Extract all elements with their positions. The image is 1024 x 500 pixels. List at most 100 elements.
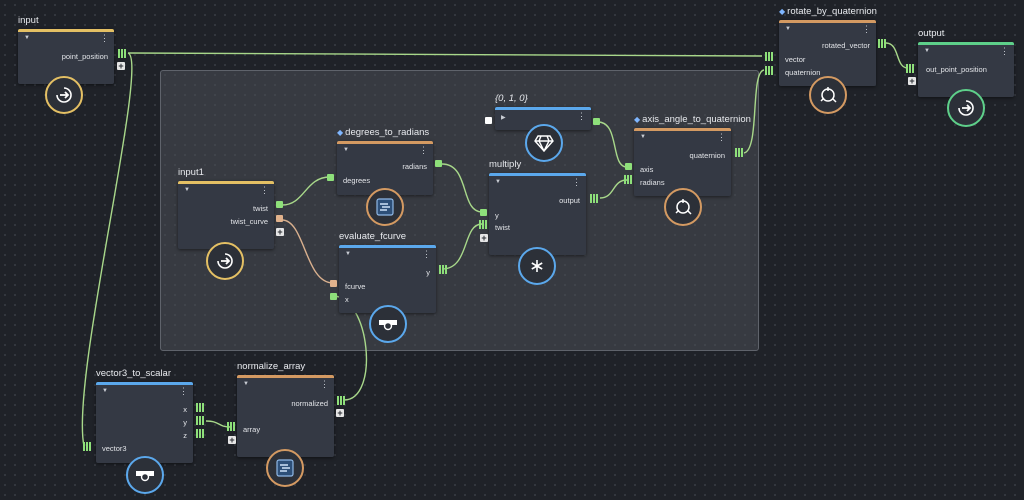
output-pin-y[interactable] <box>195 416 204 425</box>
input-pin-vector[interactable] <box>764 52 773 61</box>
fcurve-icon <box>369 305 407 343</box>
output-pin-value[interactable] <box>593 118 600 125</box>
collapse-arrow-icon[interactable]: ▼ <box>343 147 349 153</box>
node-body: ▼ ⋮ rotated_vector vector quaternion <box>779 20 876 86</box>
menu-dots-icon[interactable]: ⋮ <box>179 386 188 396</box>
input-pin-vector3[interactable] <box>82 442 91 451</box>
menu-dots-icon[interactable]: ⋮ <box>1000 46 1009 56</box>
collapse-arrow-icon[interactable]: ▼ <box>345 251 351 257</box>
menu-dots-icon[interactable]: ⋮ <box>572 177 581 187</box>
node-title: ◆axis_angle_to_quaternion <box>634 114 751 125</box>
collapse-arrow-icon[interactable]: ▼ <box>924 48 930 54</box>
input-pin-array[interactable] <box>226 422 235 431</box>
output-pin-quaternion[interactable] <box>734 148 743 157</box>
port-label-radians: radians <box>640 178 665 187</box>
port-label-axis: axis <box>640 165 654 174</box>
node-normalize-array[interactable]: normalize_array ▼ ⋮ normalized array <box>237 361 334 457</box>
node-constant-vector[interactable]: {0, 1, 0} ▶ ⋮ <box>495 93 591 130</box>
output-pin-twist-curve[interactable] <box>276 215 283 222</box>
add-port-plus-icon[interactable]: + <box>908 76 916 86</box>
input-pin-fcurve[interactable] <box>330 280 337 287</box>
node-title: vector3_to_scalar <box>96 368 171 379</box>
input-pin-axis[interactable] <box>625 163 632 170</box>
port-label-y: y <box>426 268 430 277</box>
collapse-arrow-icon[interactable]: ▼ <box>495 179 501 185</box>
menu-dots-icon[interactable]: ⋮ <box>862 24 871 34</box>
compound-icon <box>266 449 304 487</box>
input-pin-x[interactable] <box>330 293 337 300</box>
port-label-array: array <box>243 425 261 434</box>
input-pin-radians[interactable] <box>623 175 632 184</box>
input-pin-twist[interactable] <box>478 220 487 229</box>
node-body: ▼ ⋮ y fcurve x <box>339 245 436 313</box>
output-pin-point-position[interactable] <box>117 49 126 58</box>
output-pin-z[interactable] <box>195 429 204 438</box>
input-pin-degrees[interactable] <box>327 174 334 181</box>
node-input1[interactable]: input1 ▼ ⋮ twist twist_curve <box>178 167 274 249</box>
diamond-icon: ◆ <box>779 7 786 16</box>
port-label-vector3: vector3 <box>102 444 127 453</box>
node-title: ◆degrees_to_radians <box>337 127 429 138</box>
node-title: multiply <box>489 159 522 170</box>
add-port-plus-icon[interactable]: + <box>336 408 344 418</box>
add-port-plus-icon[interactable]: + <box>276 227 284 237</box>
add-port-plus-icon[interactable]: + <box>480 233 488 243</box>
node-body: ▼ ⋮ radians degrees <box>337 141 433 195</box>
add-port-plus-icon[interactable]: + <box>117 61 125 71</box>
menu-dots-icon[interactable]: ⋮ <box>717 132 726 142</box>
node-evaluate-fcurve[interactable]: evaluate_fcurve ▼ ⋮ y fcurve x <box>339 231 436 313</box>
port-label-output: output <box>559 196 580 205</box>
diamond-icon: ◆ <box>337 128 344 137</box>
port-label-radians: radians <box>402 162 427 171</box>
gem-icon <box>525 124 563 162</box>
output-pin-output[interactable] <box>589 194 598 203</box>
node-title-text: axis_angle_to_quaternion <box>642 114 751 125</box>
toggle-checkbox[interactable] <box>485 117 492 124</box>
input-pin-y[interactable] <box>480 209 487 216</box>
output-pin-twist[interactable] <box>276 201 283 208</box>
asterisk-icon <box>518 247 556 285</box>
expand-arrow-icon[interactable]: ▶ <box>501 115 506 121</box>
collapse-arrow-icon[interactable]: ▼ <box>243 381 249 387</box>
node-output[interactable]: output ▼ ⋮ out_point_position <box>918 28 1014 97</box>
add-port-plus-icon[interactable]: + <box>228 435 236 445</box>
arrow-right-icon <box>206 242 244 280</box>
input-pin-quaternion[interactable] <box>764 66 773 75</box>
port-label-out-point-position: out_point_position <box>926 65 987 74</box>
output-pin-normalized[interactable] <box>336 396 345 405</box>
port-label-degrees: degrees <box>343 176 371 185</box>
collapse-arrow-icon[interactable]: ▼ <box>640 134 646 140</box>
port-label-quaternion: quaternion <box>689 151 725 160</box>
collapse-arrow-icon[interactable]: ▼ <box>102 388 108 394</box>
menu-dots-icon[interactable]: ⋮ <box>422 249 431 259</box>
port-label-vector: vector <box>785 55 806 64</box>
output-pin-x[interactable] <box>195 403 204 412</box>
menu-dots-icon[interactable]: ⋮ <box>260 185 269 195</box>
menu-dots-icon[interactable]: ⋮ <box>100 33 109 43</box>
rotate-icon <box>664 188 702 226</box>
wire-point-position-to-vector[interactable] <box>127 52 763 57</box>
node-body: ▼ ⋮ quaternion axis radians <box>634 128 731 196</box>
port-label-twist: twist <box>495 223 510 232</box>
collapse-arrow-icon[interactable]: ▼ <box>24 35 30 41</box>
output-pin-y[interactable] <box>438 265 447 274</box>
collapse-arrow-icon[interactable]: ▼ <box>184 187 190 193</box>
port-label-twist: twist <box>253 204 268 213</box>
port-label-normalized: normalized <box>291 399 328 408</box>
node-rotate-by-quaternion[interactable]: ◆rotate_by_quaternion ▼ ⋮ rotated_vector… <box>779 6 877 86</box>
collapse-arrow-icon[interactable]: ▼ <box>785 26 791 32</box>
input-pin-out-point-position[interactable] <box>905 64 914 73</box>
menu-dots-icon[interactable]: ⋮ <box>320 379 329 389</box>
node-title: {0, 1, 0} <box>495 93 528 104</box>
port-label-x: x <box>183 405 187 414</box>
menu-dots-icon[interactable]: ⋮ <box>577 111 586 121</box>
node-degrees-to-radians[interactable]: ◆degrees_to_radians ▼ ⋮ radians degrees <box>337 127 433 195</box>
rotate-icon <box>809 76 847 114</box>
output-pin-rotated-vector[interactable] <box>877 39 886 48</box>
menu-dots-icon[interactable]: ⋮ <box>419 145 428 155</box>
output-pin-radians[interactable] <box>435 160 442 167</box>
node-vector3-to-scalar[interactable]: vector3_to_scalar ▼ ⋮ x y z vector3 <box>96 368 193 463</box>
node-multiply[interactable]: multiply ▼ ⋮ output y twist <box>489 159 586 255</box>
node-axis-angle-to-quaternion[interactable]: ◆axis_angle_to_quaternion ▼ ⋮ quaternion… <box>634 114 751 196</box>
node-body: ▼ ⋮ normalized array <box>237 375 334 457</box>
